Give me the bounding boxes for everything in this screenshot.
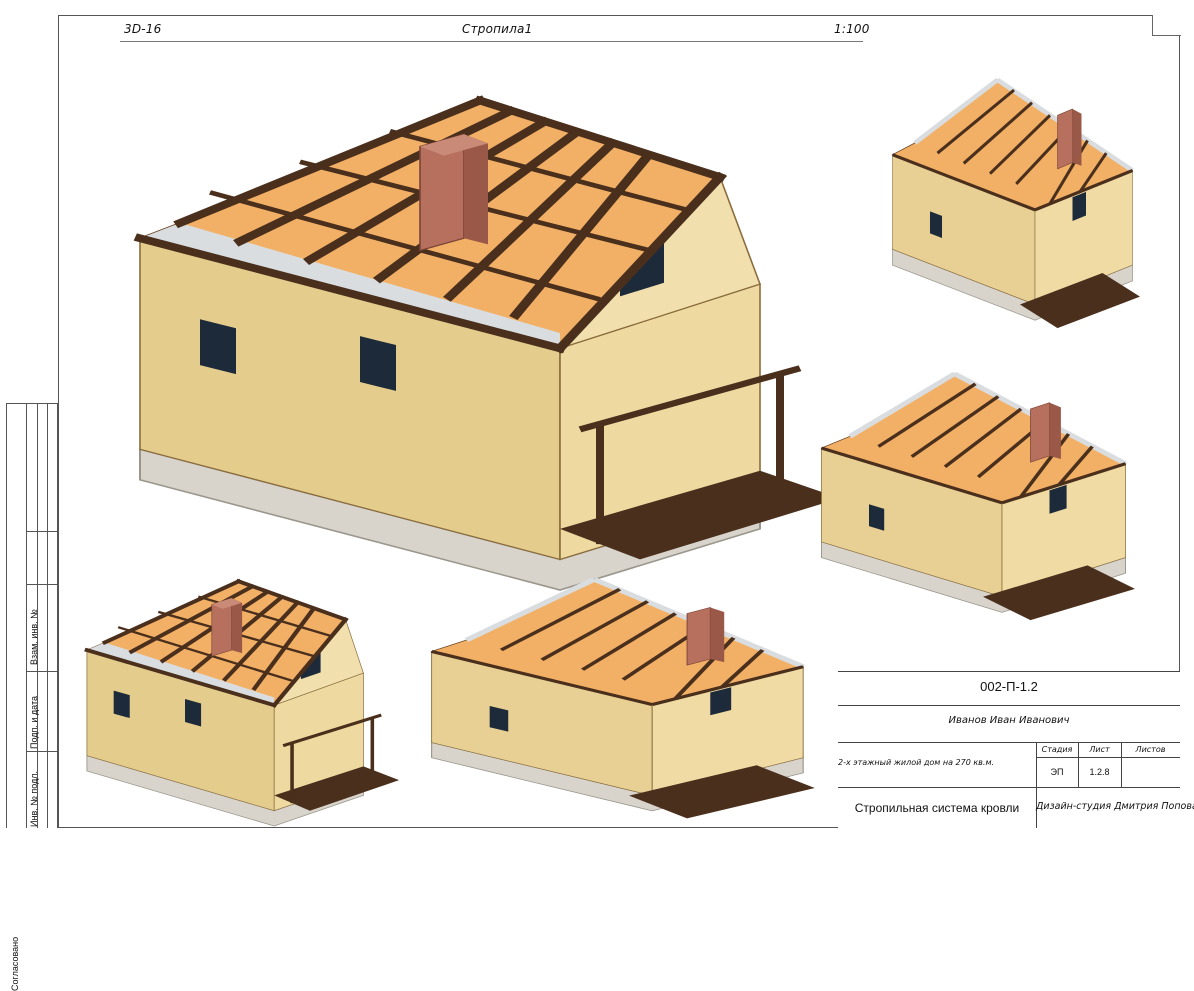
agreed-label: Согласовано <box>10 936 20 991</box>
doc-code: 002-П-1.2 <box>980 679 1038 694</box>
stage-label: Стадия <box>1041 745 1073 754</box>
author-name: Иванов Иван Иванович <box>948 715 1070 726</box>
side-stamp: Согласовано Взам. инв. № Подп. и дата Ин… <box>6 403 58 991</box>
replaced-inv-label: Взам. инв. № <box>29 609 39 665</box>
inv-no-label: Инв. № подл. <box>29 770 39 827</box>
view-name: Стропила1 <box>462 22 533 36</box>
view-scale: 1:100 <box>834 22 870 36</box>
drawing-title: Стропильная система кровли <box>854 801 1020 815</box>
sheet-label: Лист <box>1089 745 1110 754</box>
sheet-corner-box <box>1152 15 1181 36</box>
project-name: 2-х этажный жилой дом на 270 кв.м. <box>838 758 995 767</box>
studio-name: Дизайн-студия Дмитрия Попова <box>1036 801 1194 812</box>
stage-value: ЭП <box>1050 767 1064 777</box>
title-block: 002-П-1.2 Иванов Иван Иванович 2-х этажн… <box>838 671 1194 828</box>
sheet-frame <box>58 15 1180 828</box>
bottom-left-view-render <box>78 566 408 826</box>
view-code: 3D-16 <box>124 22 162 36</box>
bottom-center-view-render <box>420 568 838 826</box>
sheet-value: 1.2.8 <box>1089 767 1110 777</box>
main-view-render <box>120 70 860 590</box>
sign-date-label: Подп. и дата <box>29 695 39 749</box>
top-right-view-render <box>885 68 1155 336</box>
header-underline <box>120 41 863 42</box>
mid-right-view-render <box>812 362 1154 628</box>
sheets-label: Листов <box>1135 745 1166 754</box>
